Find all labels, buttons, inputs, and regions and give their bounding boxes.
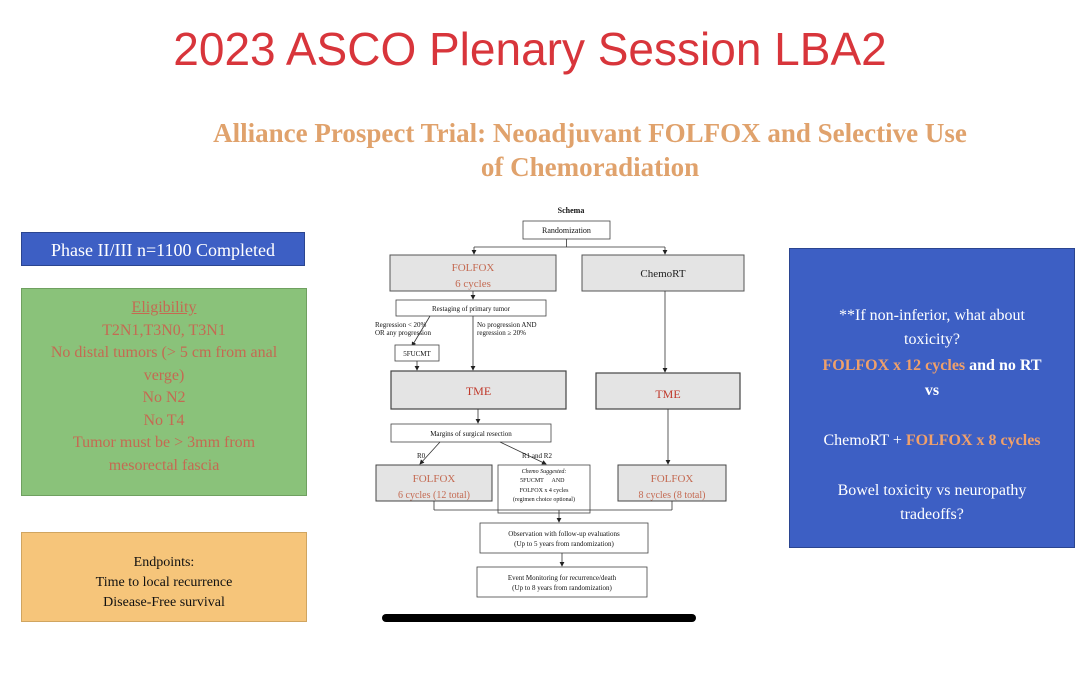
fucmt-label: 5FUCMT	[403, 350, 431, 358]
question-line-1: **If non-inferior, what about	[839, 307, 1025, 324]
observation-line1: Observation with follow-up evaluations	[508, 530, 620, 538]
regression-left-line1: Regression < 20%	[375, 321, 427, 329]
folfox-arm-line2: 6 cycles	[455, 278, 491, 290]
regression-left-line2: OR any progression	[375, 329, 431, 337]
event-line2: (Up to 8 years from randomization)	[512, 584, 612, 592]
r0-label: R0	[417, 452, 426, 460]
observation-box	[479, 522, 649, 554]
tradeoff-line-1: Bowel toxicity vs neuropathy	[837, 482, 1027, 499]
option-1-rest: and no RT	[965, 357, 1042, 374]
question-line-2: toxicity?	[904, 331, 960, 348]
endpoint-item: Disease-Free survival	[103, 595, 225, 610]
event-monitoring-box	[476, 566, 648, 598]
chemo-suggested-line2: 5FUCMT	[520, 478, 544, 484]
observation-line2: (Up to 5 years from randomization)	[514, 540, 614, 548]
folfox-right-line1: FOLFOX	[651, 473, 694, 485]
subtitle-line-1: Alliance Prospect Trial: Neoadjuvant FOL…	[213, 118, 967, 148]
restaging-box	[395, 299, 547, 317]
vs-label: vs	[924, 382, 940, 399]
option-2: ChemoRT + FOLFOX x 8 cycles	[790, 429, 1074, 453]
toxicity-question-box: **If non-inferior, what about toxicity? …	[789, 248, 1075, 548]
tradeoff-line-2: tradeoffs?	[900, 506, 964, 523]
phase-box: Phase II/III n=1100 Completed	[21, 232, 305, 266]
endpoints-heading: Endpoints:	[133, 555, 195, 570]
option-1-highlight: FOLFOX x 12 cycles	[822, 357, 966, 374]
randomization-label: Randomization	[542, 226, 591, 235]
chemo-suggested-box	[497, 464, 591, 514]
endpoints-box: Endpoints: Time to local recurrence Dise…	[21, 532, 307, 622]
folfox-post-line1: FOLFOX	[413, 473, 456, 485]
chemort-arm-box	[581, 254, 745, 292]
tme-right-label: TME	[655, 387, 680, 401]
margins-label: Margins of surgical resection	[430, 430, 512, 438]
eligibility-heading: Eligibility	[131, 299, 197, 316]
r1r2-label: R1 and R2	[522, 452, 552, 460]
eligibility-line: verge)	[143, 366, 185, 384]
option-2-highlight: FOLFOX x 8 cycles	[905, 432, 1041, 449]
folfox-right-box	[617, 464, 727, 502]
chemo-suggested-line4: FOLFOX x 4 cycles	[520, 488, 569, 494]
folfox-right-line2: 8 cycles (8 total)	[639, 490, 706, 501]
eligibility-line: No T4	[143, 411, 185, 429]
option-2-prefix: ChemoRT +	[823, 432, 906, 449]
eligibility-line: Tumor must be > 3mm from	[72, 434, 256, 451]
event-line1: Event Monitoring for recurrence/death	[508, 574, 617, 582]
chemo-suggested-line3: AND	[552, 478, 566, 484]
margins-box	[390, 423, 552, 443]
folfox-post-box	[375, 464, 493, 502]
regression-right-line2: regression ≥ 20%	[477, 329, 526, 337]
chemo-suggested-line5: (regimen choice optional)	[513, 496, 575, 503]
eligibility-box: Eligibility T2N1,T3N0, T3N1 No distal tu…	[21, 288, 307, 496]
tme-left-box	[390, 370, 567, 410]
eligibility-line: mesorectal fascia	[108, 456, 220, 474]
schema-title: Schema	[558, 206, 585, 215]
chemort-arm-label: ChemoRT	[640, 268, 685, 280]
restaging-label: Restaging of primary tumor	[432, 305, 511, 313]
scroll-indicator[interactable]	[382, 614, 696, 622]
chemo-suggested-line1: Chemo Suggested:	[522, 469, 567, 475]
slide-subtitle: Alliance Prospect Trial: Neoadjuvant FOL…	[120, 116, 1060, 184]
eligibility-line: No N2	[142, 389, 186, 406]
option-1: FOLFOX x 12 cycles and no RT	[790, 354, 1074, 378]
tme-right-box	[595, 372, 741, 410]
tme-left-label: TME	[466, 384, 491, 398]
schema-flowchart: Schema Randomization FOLFOX 6 cycles Che…	[375, 206, 745, 598]
eligibility-line: No distal tumors (> 5 cm from anal	[50, 344, 278, 361]
folfox-post-line2: 6 cycles (12 total)	[398, 490, 470, 501]
regression-right-line1: No progression AND	[477, 321, 537, 329]
slide-title: 2023 ASCO Plenary Session LBA2	[173, 23, 887, 75]
endpoint-item: Time to local recurrence	[95, 575, 233, 590]
folfox-arm-line1: FOLFOX	[452, 262, 495, 274]
eligibility-line: T2N1,T3N0, T3N1	[102, 321, 226, 339]
subtitle-line-2: of Chemoradiation	[480, 152, 700, 182]
